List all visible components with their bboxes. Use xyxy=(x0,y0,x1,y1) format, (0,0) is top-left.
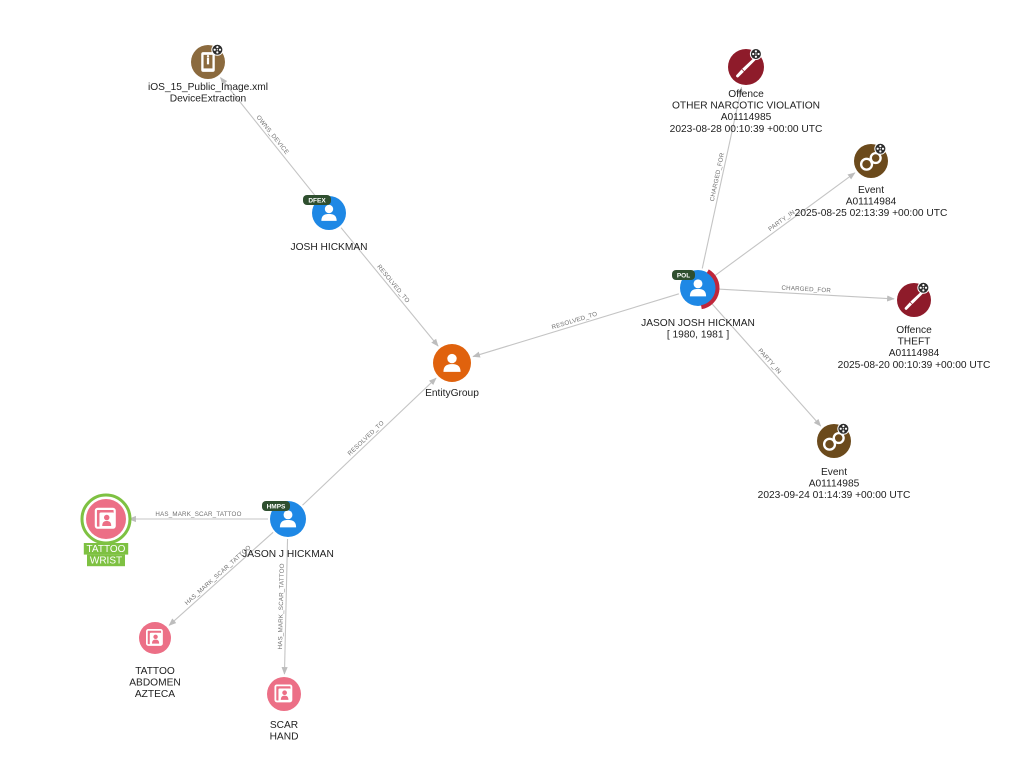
edge-line[interactable] xyxy=(701,86,744,269)
edge-label: RESOLVED_TO xyxy=(347,420,386,458)
node-group[interactable]: EntityGroup xyxy=(425,344,479,399)
source-badge: HMPS xyxy=(262,501,290,511)
node-label-line: Event xyxy=(858,185,884,196)
film-reel-icon xyxy=(211,43,224,56)
node-josh[interactable]: DFEX JOSH HICKMAN xyxy=(291,195,368,253)
node-label-line: DeviceExtraction xyxy=(170,94,246,105)
edge-label: CHARGED_FOR xyxy=(709,152,726,202)
edge-label: HAS_MARK_SCAR_TATTOO xyxy=(277,563,286,649)
edges-layer: OWNS_DEVICERESOLVED_TORESOLVED_TORESOLVE… xyxy=(128,77,895,675)
film-reel-icon xyxy=(837,422,850,435)
node-label-line: A01114984 xyxy=(846,197,897,208)
edge-line[interactable] xyxy=(281,538,289,675)
edge-line[interactable] xyxy=(710,302,822,427)
edge-jasonjosh-event1[interactable]: PARTY_IN xyxy=(713,172,856,277)
node-label-line: A01114984 xyxy=(889,348,940,359)
edge-label: RESOLVED_TO xyxy=(375,263,410,304)
source-badge: POL xyxy=(672,270,695,280)
phone-device-icon xyxy=(201,52,215,72)
edge-line[interactable] xyxy=(717,288,895,302)
edge-label: OWNS_DEVICE xyxy=(255,114,290,156)
source-badge: DFEX xyxy=(303,195,331,205)
node-label-line: EntityGroup xyxy=(425,388,479,399)
node-label-line: JASON JOSH HICKMAN xyxy=(641,318,755,329)
edge-label: CHARGED_FOR xyxy=(781,285,831,295)
node-label-line: JOSH HICKMAN xyxy=(291,242,368,253)
nodes-layer: iOS_15_Public_Image.xmlDeviceExtractionD… xyxy=(80,43,991,743)
edge-line[interactable] xyxy=(713,172,856,277)
node-label-line: THEFT xyxy=(898,337,931,348)
badge-label: HMPS xyxy=(267,504,286,511)
edge-jasonjosh-offence2[interactable]: CHARGED_FOR xyxy=(717,285,895,302)
node-label-line: ABDOMEN xyxy=(129,678,181,689)
edge-label: PARTY_IN xyxy=(756,347,782,375)
node-label-line: JASON J HICKMAN xyxy=(242,549,334,560)
edge-jasonj-tattoo_wrist[interactable]: HAS_MARK_SCAR_TATTOO xyxy=(128,511,268,523)
node-label-line: 2025-08-25 02:13:39 +00:00 UTC xyxy=(795,208,948,219)
node-label-line: TATTOO xyxy=(135,666,175,677)
node-label-line: 2023-09-24 01:14:39 +00:00 UTC xyxy=(758,490,911,501)
node-label-line: A01114985 xyxy=(809,479,860,490)
edge-jasonj-tattoo_abdomen[interactable]: HAS_MARK_SCAR_TATTOO xyxy=(168,531,274,626)
node-label-line: TATTOO xyxy=(87,544,126,555)
node-label-line: OTHER NARCOTIC VIOLATION xyxy=(672,101,820,112)
edge-line[interactable] xyxy=(472,293,680,358)
selected-label-bg xyxy=(87,554,125,567)
status-arc xyxy=(700,269,720,310)
film-reel-icon xyxy=(749,48,762,61)
node-label-line: AZTECA xyxy=(135,689,175,700)
edge-line[interactable] xyxy=(220,77,318,199)
node-label-line: [ 1980, 1981 ] xyxy=(667,330,729,341)
node-label-line: A01114985 xyxy=(721,112,772,123)
node-label-line: SCAR xyxy=(270,720,298,731)
node-label-line: WRIST xyxy=(90,556,122,567)
edge-line[interactable] xyxy=(168,531,274,626)
film-reel-icon xyxy=(917,281,930,294)
badge-label: DFEX xyxy=(308,198,326,205)
node-label-line: HAND xyxy=(270,732,299,743)
node-label-line: 2023-08-28 00:10:39 +00:00 UTC xyxy=(670,124,823,135)
selected-label-bg xyxy=(83,543,129,555)
node-jasonjosh[interactable]: POL JASON JOSH HICKMAN[ 1980, 1981 ] xyxy=(641,269,755,341)
edge-jasonj-group[interactable]: RESOLVED_TO xyxy=(302,377,437,506)
node-label-line: 2025-08-20 00:10:39 +00:00 UTC xyxy=(838,360,991,371)
edge-line[interactable] xyxy=(302,377,437,506)
edge-label: PARTY_IN xyxy=(767,209,796,233)
node-label-line: Offence xyxy=(728,89,764,100)
film-reel-icon xyxy=(874,142,887,155)
node-label-line: Offence xyxy=(896,325,932,336)
node-label-line: iOS_15_Public_Image.xml xyxy=(148,82,268,93)
edge-label: HAS_MARK_SCAR_TATTOO xyxy=(155,511,241,518)
badge-label: POL xyxy=(677,273,690,280)
edge-jasonj-scar_hand[interactable]: HAS_MARK_SCAR_TATTOO xyxy=(277,538,289,675)
node-jasonj[interactable]: HMPS JASON J HICKMAN xyxy=(242,501,334,560)
node-label-line: Event xyxy=(821,467,847,478)
edge-line[interactable] xyxy=(340,227,439,347)
